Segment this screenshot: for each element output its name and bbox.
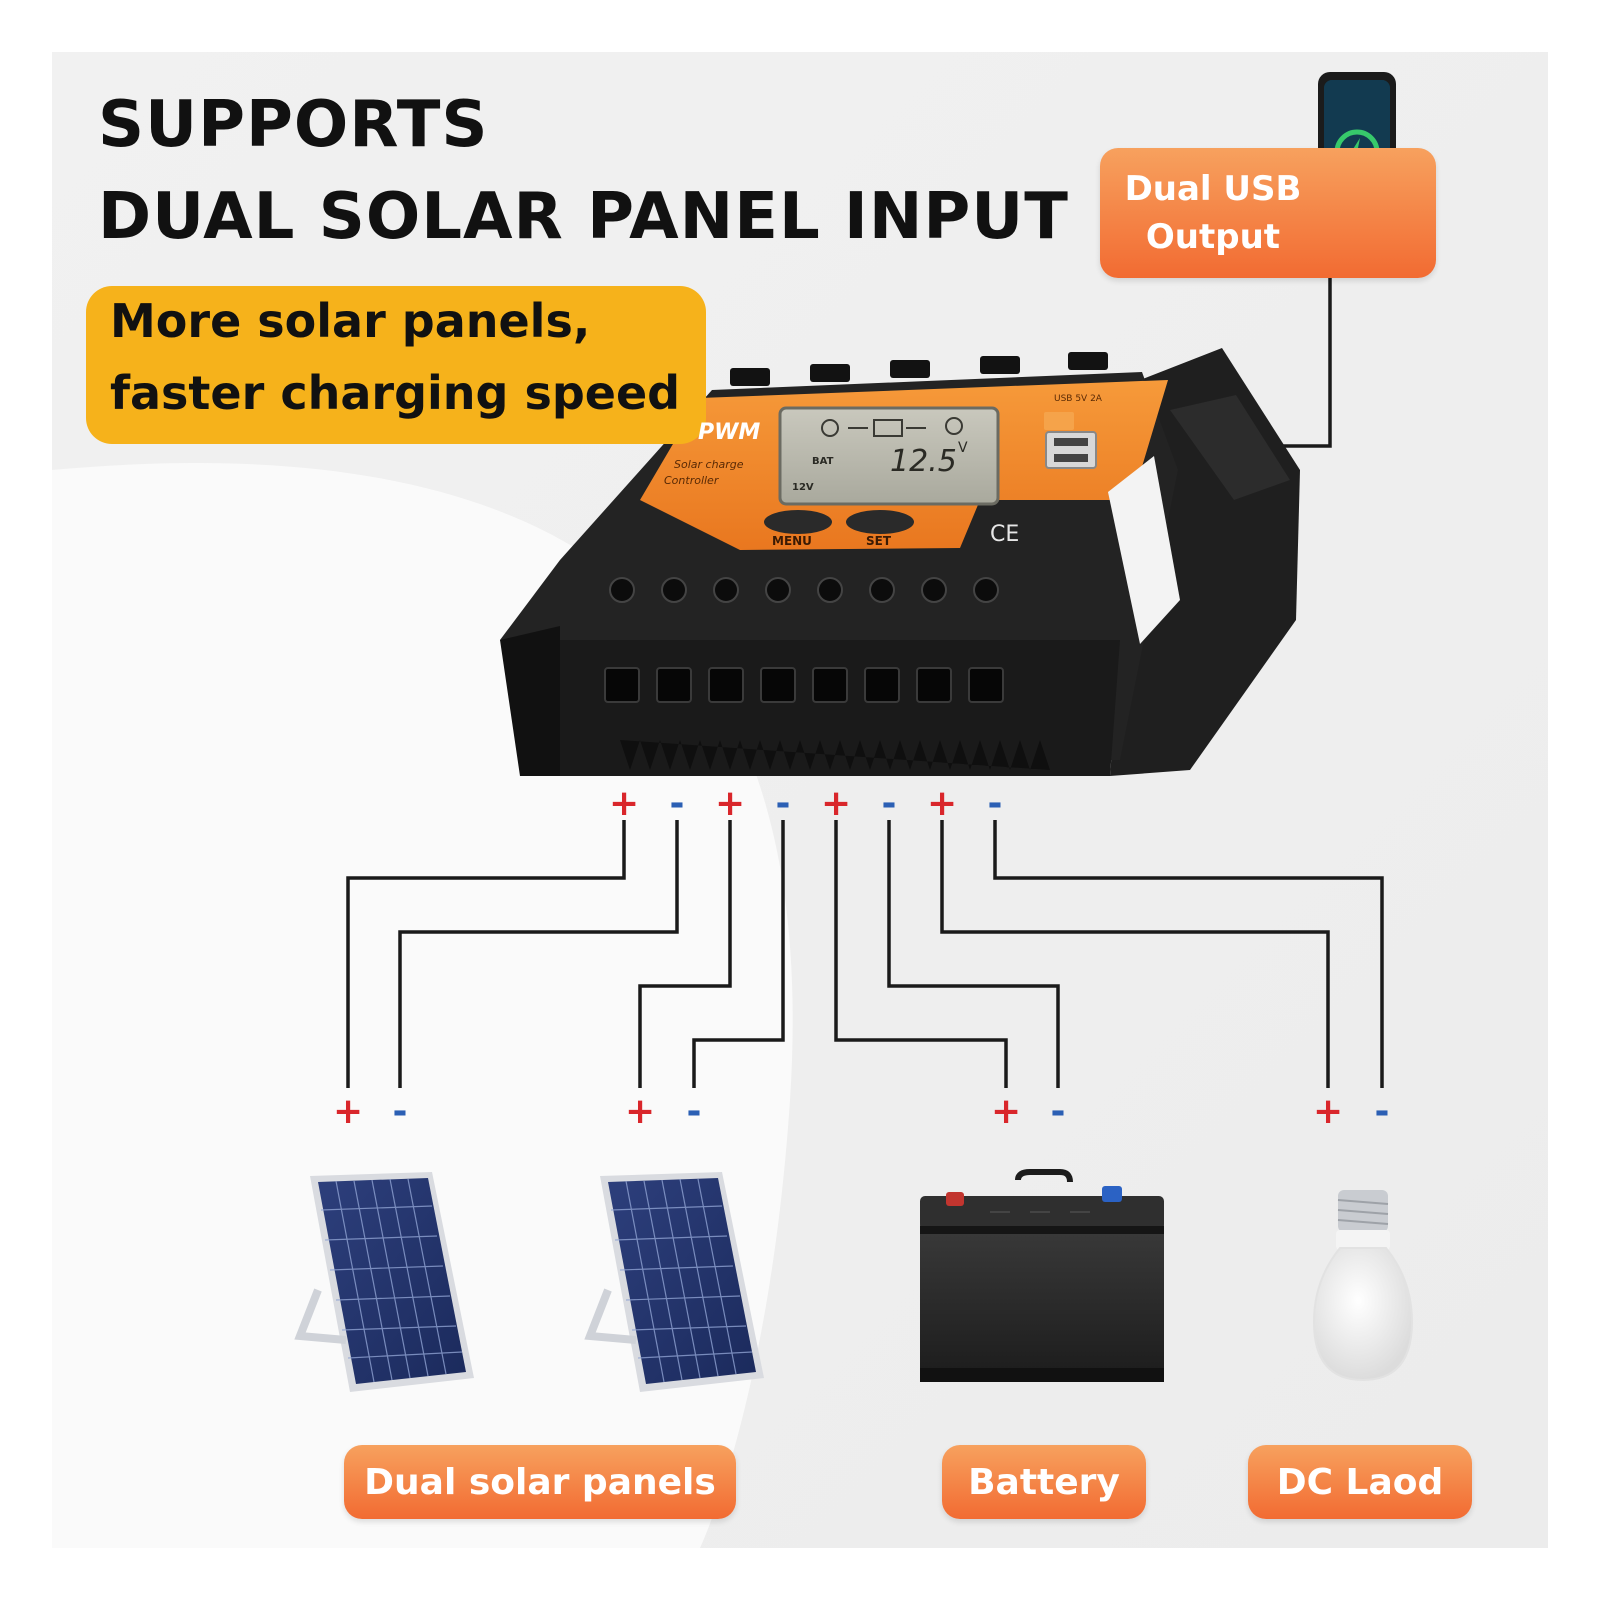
wire-panel2-negative: [692, 820, 785, 1088]
wire-panel2-positive: [638, 820, 732, 1088]
subheadline-line-2: faster charging speed: [110, 366, 681, 420]
battery-negative-terminal: [1102, 1186, 1122, 1202]
terminal-screws: [609, 577, 999, 603]
lcd-voltage-unit: V: [958, 440, 968, 456]
panel2-positive-sign: +: [625, 1091, 656, 1132]
terminal-sign-3: +: [715, 783, 746, 824]
terminal-slots: [604, 667, 1004, 703]
menu-button-shape: [764, 510, 832, 534]
terminal-sign-2: -: [669, 783, 685, 824]
terminal-sign-8: -: [987, 783, 1003, 824]
usb-output-line-2: Output: [1145, 217, 1281, 257]
headline-line-1: SUPPORTS: [98, 88, 489, 162]
usb-output-label: Dual USB Output: [1100, 148, 1436, 278]
usb-output-line-1: Dual USB: [1124, 169, 1302, 209]
usb-port-2: [1054, 454, 1088, 462]
lcd-screen: [778, 406, 1000, 506]
terminal-sign-1: +: [609, 783, 640, 824]
wire-battery-negative: [887, 820, 1060, 1088]
battery-positive-terminal: [946, 1192, 964, 1206]
lcd-battery-label: BAT: [812, 456, 834, 467]
device-brand: PWM: [698, 420, 761, 445]
menu-button[interactable]: MENU: [772, 534, 812, 548]
battery-negative-sign: -: [1050, 1091, 1066, 1132]
panel2-negative-sign: -: [686, 1091, 702, 1132]
dual-solar-panels-label: Dual solar panels: [344, 1445, 736, 1519]
terminal-sign-7: +: [927, 783, 958, 824]
terminal-sign-6: -: [881, 783, 897, 824]
light-bulb-icon: [1312, 1190, 1414, 1382]
side-sticker: [1108, 456, 1180, 644]
car-battery-icon: [920, 1169, 1164, 1382]
wire-load-negative: [993, 820, 1384, 1088]
device-description-2: Controller: [664, 474, 719, 487]
set-button-shape: [846, 510, 914, 534]
usb-spec-label: USB 5V 2A: [1054, 394, 1102, 404]
dc-load-label: DC Laod: [1248, 1445, 1472, 1519]
wire-battery-positive: [834, 820, 1008, 1088]
solar-panel-icon: [294, 1172, 474, 1392]
subheadline-line-1: More solar panels,: [110, 294, 591, 348]
battery-positive-sign: +: [991, 1091, 1022, 1132]
lcd-voltage-reading: 12.5: [890, 444, 957, 479]
charge-controller: [500, 348, 1300, 776]
subheadline-badge: [86, 286, 706, 444]
load-negative-sign: -: [1374, 1091, 1390, 1132]
panel1-negative-sign: -: [392, 1091, 408, 1132]
lcd-status-glyphs: [821, 417, 963, 437]
solar-panel-icon: [584, 1172, 764, 1392]
headline-line-2: DUAL SOLAR PANEL INPUT: [98, 180, 1069, 254]
heat-sink-fins: [620, 740, 1050, 770]
usb-port-housing: [1045, 431, 1097, 469]
set-button[interactable]: SET: [866, 534, 892, 548]
load-positive-sign: +: [1313, 1091, 1344, 1132]
usb-led: [1044, 412, 1074, 430]
top-ridges: [730, 352, 1108, 386]
terminal-sign-4: -: [775, 783, 791, 824]
ce-mark: CE: [990, 522, 1020, 547]
terminal-sign-5: +: [821, 783, 852, 824]
usb-port-1: [1054, 438, 1088, 446]
battery-label: Battery: [942, 1445, 1146, 1519]
panel1-positive-sign: +: [333, 1091, 364, 1132]
lcd-system-voltage: 12V: [792, 482, 814, 493]
device-description-1: Solar charge: [674, 458, 744, 471]
wire-panel1-negative: [398, 820, 679, 1088]
wire-panel1-positive: [346, 820, 626, 1088]
wire-load-positive: [940, 820, 1330, 1088]
